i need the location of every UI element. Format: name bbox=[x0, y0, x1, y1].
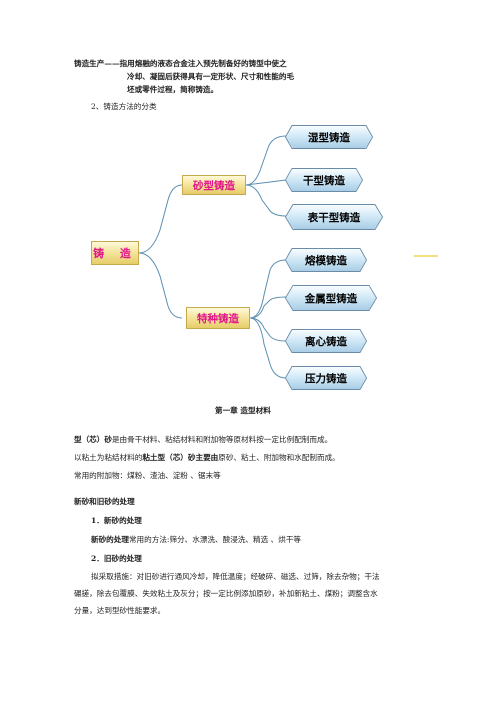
connector-sand-1 bbox=[245, 135, 287, 186]
node-special-casting: 特种铸造 bbox=[186, 307, 250, 329]
node-wet-sand-casting: 湿型铸造 bbox=[286, 126, 372, 148]
node-root-casting: 铸 造 bbox=[91, 241, 139, 265]
casting-classification-diagram: 铸 造 砂型铸造 特种铸造 湿型铸造 干型铸造 表干型铸造 熔模铸造 金属型铸造… bbox=[91, 125, 438, 390]
connector-root-sand bbox=[138, 184, 183, 254]
node-die-casting: 压力铸造 bbox=[286, 367, 366, 389]
subheading-new-sand: 1．新砂的处理 bbox=[91, 516, 142, 525]
node-centrifugal-casting: 离心铸造 bbox=[286, 330, 366, 352]
definition-line-1: 铸造生产——指用熔融的液态合金注入预先制备好的铸型中使之 bbox=[74, 59, 287, 68]
old-sand-line-2: 碾搓，除去包覆膜、失效粘土及灰分；按一定比例添加原砂，补加新粘土、煤粉；调整含水 bbox=[74, 589, 378, 598]
term-clay-sand: 粘土型（芯）砂主要由 bbox=[142, 453, 219, 462]
node-skin-dried-casting: 表干型铸造 bbox=[286, 205, 382, 229]
node-sand-casting: 砂型铸造 bbox=[182, 175, 246, 195]
paragraph-clay-sand: 以粘土为粘结材料的粘土型（芯）砂主要由原砂、粘土、附加物和水配制而成。 bbox=[74, 453, 340, 462]
connector-special-1 bbox=[249, 259, 287, 319]
definition-line-3: 坯或零件过程，简称铸造。 bbox=[127, 85, 219, 94]
node-investment-casting: 熔模铸造 bbox=[286, 249, 366, 271]
term-sand: 型（芯）砂 bbox=[74, 435, 112, 444]
connector-sand-2 bbox=[245, 179, 287, 186]
node-dry-sand-casting: 干型铸造 bbox=[286, 169, 362, 191]
connector-special-3 bbox=[249, 317, 287, 342]
old-sand-line-1: 拟采取措施：对旧砂进行通风冷却，降低温度；经破碎、磁选、过筛，除去杂物；干法 bbox=[91, 572, 380, 581]
connector-sand-3 bbox=[245, 184, 287, 217]
chapter-title: 第一章 造型材料 bbox=[215, 406, 271, 415]
connector-root-special bbox=[138, 252, 183, 319]
node-permanent-mold-casting: 金属型铸造 bbox=[286, 286, 376, 310]
connector-special-4 bbox=[249, 317, 287, 379]
old-sand-line-3: 分量，达到型砂性能要求。 bbox=[74, 606, 166, 615]
subheading-old-sand: 2．旧砂的处理 bbox=[91, 554, 142, 563]
paragraph-new-sand: 新砂的处理常用的方法:筛分、水漂洗、酸浸洗、精选 、烘干等 bbox=[91, 535, 302, 544]
diagram-connectors bbox=[138, 135, 438, 379]
section-heading: 2、铸造方法的分类 bbox=[91, 102, 157, 111]
paragraph-additives: 常用的附加物：煤粉、渣油、淀粉 、锯末等 bbox=[74, 471, 221, 480]
paragraph-sand-definition: 型（芯）砂是由骨干材料、粘结材料和附加物等原材料按一定比例配制而成。 bbox=[74, 435, 333, 444]
heading-new-old-sand: 新砂和旧砂的处理 bbox=[74, 497, 135, 506]
connector-special-2 bbox=[249, 296, 287, 319]
definition-line-2: 冷却、凝固后获得具有一定形状、尺寸和性能的毛 bbox=[127, 72, 295, 81]
